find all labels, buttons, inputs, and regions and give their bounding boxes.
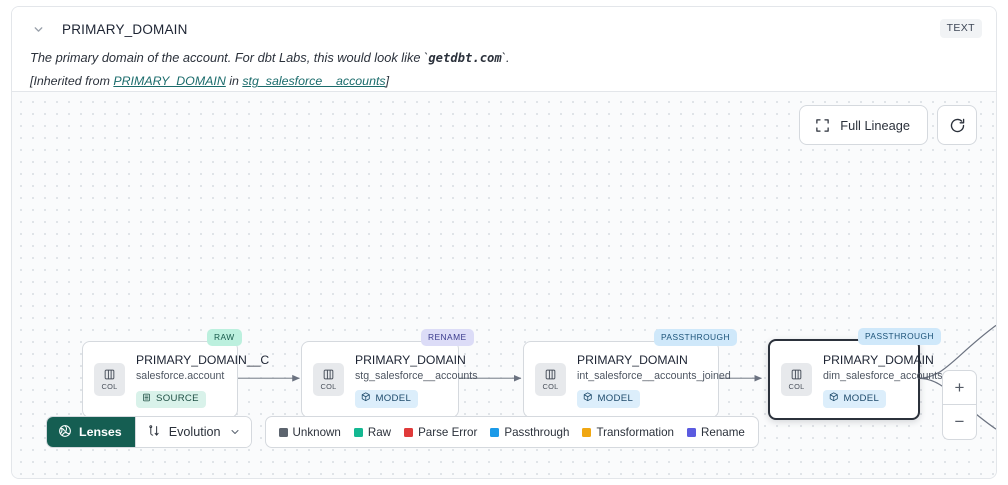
legend-item[interactable]: Unknown <box>278 425 341 439</box>
canvas-bottom-bar: Lenses Evolution Unknown Raw Parse Error Pa… <box>46 416 759 448</box>
lenses-button[interactable]: Lenses <box>47 417 135 447</box>
refresh-icon <box>949 117 966 134</box>
database-icon <box>142 393 151 405</box>
inherited-model-link[interactable]: stg_salesforce__accounts <box>242 74 386 89</box>
legend-label: Passthrough <box>504 425 570 439</box>
column-type-icon: COL <box>535 363 566 396</box>
node-badge-label: MODEL <box>597 393 634 405</box>
legend-item[interactable]: Parse Error <box>404 426 477 439</box>
node-title: PRIMARY_DOMAIN__C <box>136 353 270 368</box>
node-title: PRIMARY_DOMAIN <box>823 353 934 368</box>
node-subtitle: int_salesforce__accounts_joined <box>577 369 731 382</box>
column-type-label: COL <box>542 382 559 391</box>
card-header: PRIMARY_DOMAIN TEXT The primary domain o… <box>12 7 996 91</box>
chevron-down-icon[interactable] <box>30 21 46 37</box>
inherited-prefix: [Inherited from <box>30 74 114 89</box>
legend-swatch <box>687 427 696 437</box>
node-subtitle: salesforce.account <box>136 369 225 382</box>
legend-label: Unknown <box>292 425 341 439</box>
legend-item[interactable]: Passthrough <box>490 426 569 439</box>
node-body: PRIMARY_DOMAIN stg_salesforce__accounts … <box>355 351 478 408</box>
cube-icon <box>361 392 371 405</box>
column-type-label: COL <box>788 382 805 391</box>
header-title-row: PRIMARY_DOMAIN <box>30 17 980 41</box>
legend-label: Rename <box>701 425 745 439</box>
legend-swatch <box>404 427 414 437</box>
node-badge: MODEL <box>355 390 419 408</box>
node-subtitle: stg_salesforce__accounts <box>355 369 478 382</box>
inherited-column-link[interactable]: PRIMARY_DOMAIN <box>113 74 226 89</box>
legend-item[interactable]: Transformation <box>582 426 674 439</box>
zoom-out-button[interactable]: − <box>954 412 965 431</box>
node-body: PRIMARY_DOMAIN int_salesforce__accounts_… <box>577 351 731 408</box>
column-type-icon: COL <box>313 363 344 396</box>
node-badge-label: MODEL <box>843 393 880 405</box>
legend-swatch <box>490 427 500 437</box>
description-text-post: `. <box>501 50 510 65</box>
legend-label: Transformation <box>596 425 674 439</box>
inherited-from-note: [Inherited from PRIMARY_DOMAIN in stg_sa… <box>30 74 980 88</box>
node-body: PRIMARY_DOMAIN dim_salesforce_accounts M… <box>823 351 943 408</box>
node-subtitle: dim_salesforce_accounts <box>823 369 943 382</box>
legend-swatch <box>582 427 592 437</box>
aperture-icon <box>58 424 72 441</box>
lineage-node-dim-salesforce-accounts[interactable]: COL PRIMARY_DOMAIN dim_salesforce_accoun… <box>768 339 943 420</box>
zoom-controls: + − <box>942 370 977 440</box>
full-lineage-button[interactable]: Full Lineage <box>799 105 928 145</box>
lenses-label: Lenses <box>79 425 122 439</box>
lineage-node-stg-salesforce-accounts[interactable]: COL PRIMARY_DOMAIN stg_salesforce__accou… <box>301 341 478 418</box>
expand-corners-icon <box>815 118 830 133</box>
node-badge-label: MODEL <box>375 393 412 405</box>
lineage-node-int-salesforce-accounts-joined[interactable]: COL PRIMARY_DOMAIN int_salesforce__accou… <box>523 341 731 418</box>
node-kind-tag: PASSTHROUGH <box>858 328 942 345</box>
evolution-dropdown[interactable]: Evolution <box>134 417 251 447</box>
lineage-canvas[interactable]: Full Lineage <box>12 91 996 478</box>
column-type-label: COL <box>320 382 337 391</box>
node-badge: MODEL <box>577 390 641 408</box>
cube-icon <box>583 392 593 405</box>
description-text-pre: The primary domain of the account. For d… <box>30 50 429 65</box>
node-title: PRIMARY_DOMAIN <box>355 353 466 368</box>
cube-icon <box>829 392 839 405</box>
inherited-mid: in <box>225 74 243 89</box>
legend-label: Parse Error <box>418 425 478 439</box>
node-kind-tag: RENAME <box>421 329 474 346</box>
column-type-label: COL <box>101 382 118 391</box>
refresh-button[interactable] <box>937 105 977 145</box>
column-detail-card: PRIMARY_DOMAIN TEXT The primary domain o… <box>11 6 997 479</box>
lineage-node-salesforce-account[interactable]: COL PRIMARY_DOMAIN__C salesforce.account… <box>82 341 270 418</box>
column-type-icon: COL <box>94 363 125 396</box>
description-code: getdbt.com <box>428 51 502 65</box>
node-badge-label: SOURCE <box>156 393 199 405</box>
node-kind-tag: RAW <box>207 329 242 346</box>
legend-swatch <box>278 427 288 437</box>
lineage-legend: Unknown Raw Parse Error Passthrough Transfor… <box>264 416 759 448</box>
node-title: PRIMARY_DOMAIN <box>577 353 688 368</box>
column-description: The primary domain of the account. For d… <box>30 49 980 66</box>
legend-item[interactable]: Rename <box>687 426 745 439</box>
node-badge: SOURCE <box>136 390 206 408</box>
chevron-down-icon <box>229 426 241 438</box>
page-title: PRIMARY_DOMAIN <box>62 21 188 37</box>
legend-item[interactable]: Raw <box>353 425 392 439</box>
inherited-suffix: ] <box>385 74 390 89</box>
full-lineage-label: Full Lineage <box>840 117 910 133</box>
evolution-label: Evolution <box>168 425 221 439</box>
column-type-icon: COL <box>781 363 812 396</box>
zoom-in-button[interactable]: + <box>943 371 976 405</box>
canvas-controls: Full Lineage <box>799 105 977 145</box>
lenses-evolution-group: Lenses Evolution <box>46 416 252 448</box>
evolution-icon <box>147 424 161 441</box>
node-body: PRIMARY_DOMAIN__C salesforce.account SOU… <box>136 351 270 408</box>
type-badge: TEXT <box>939 19 982 38</box>
node-badge: MODEL <box>823 390 887 408</box>
node-kind-tag: PASSTHROUGH <box>654 329 738 346</box>
legend-label: Raw <box>367 425 392 439</box>
legend-swatch <box>353 427 363 437</box>
